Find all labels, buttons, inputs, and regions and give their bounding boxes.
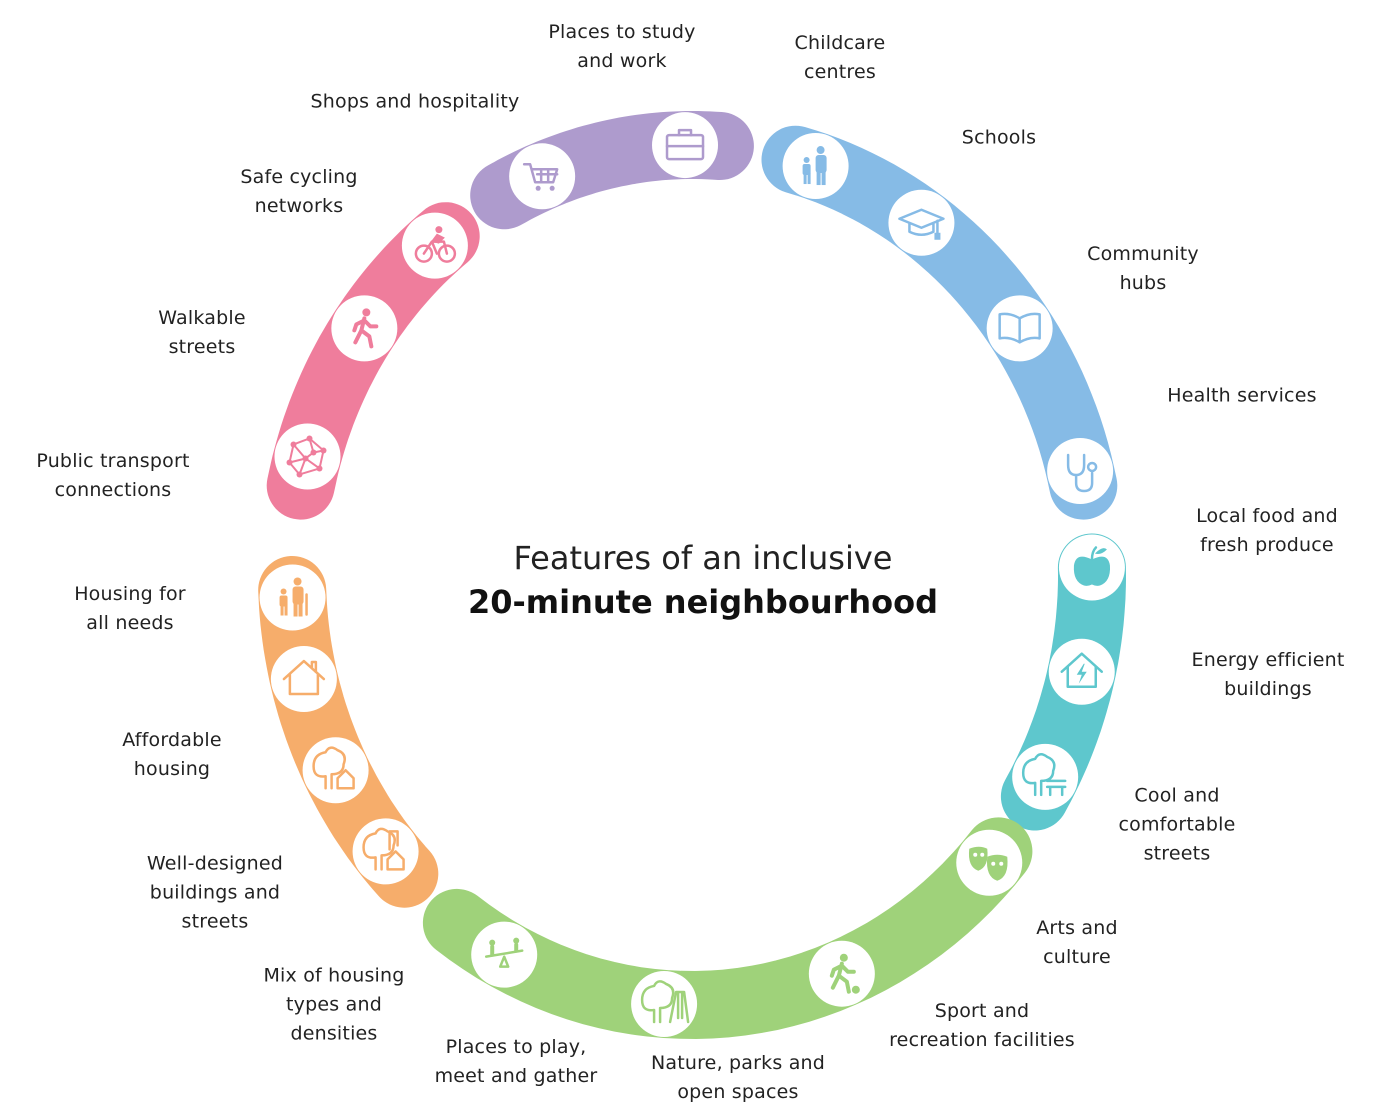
open-book-icon (986, 295, 1053, 362)
theatre-masks-icon (956, 829, 1023, 896)
tree-bench-icon (1012, 743, 1079, 810)
icon-badge (1047, 437, 1114, 504)
group-housing (258, 556, 439, 908)
label-shops-and-hospitality: Shops and hospitality (310, 90, 520, 113)
network-icon (274, 423, 341, 490)
soccer-player-icon (808, 940, 875, 1007)
stethoscope-icon (1047, 437, 1114, 504)
label-schools: Schools (961, 126, 1037, 149)
house-icon (270, 646, 337, 713)
shopping-cart-icon (509, 143, 576, 210)
group-community-services (761, 125, 1118, 520)
energy-house-icon (1048, 638, 1115, 705)
group-work-and-shops (470, 111, 754, 230)
group-open-space (422, 817, 1033, 1040)
band-community-services (761, 125, 1118, 520)
diagram-title: Features of an inclusive 20-minute neigh… (468, 536, 938, 624)
apple-icon (1058, 534, 1125, 601)
icon-badge (1012, 743, 1079, 810)
title-line-2: 20-minute neighbourhood (467, 583, 939, 621)
icon-badge (808, 940, 875, 1007)
icon-badge (888, 189, 955, 256)
family-with-cane-icon (259, 564, 326, 631)
label-health-services: Health services (1167, 384, 1317, 407)
tree-swing-icon (631, 970, 698, 1037)
cyclist-icon (401, 212, 468, 279)
graduation-cap-icon (888, 189, 955, 256)
parent-child-icon (782, 133, 849, 200)
icon-badge (331, 295, 398, 362)
title-line-1: Features of an inclusive (513, 539, 893, 577)
group-movement (266, 202, 480, 520)
icon-badge (352, 818, 419, 885)
icon-badge (631, 970, 698, 1037)
walking-person-icon (331, 295, 398, 362)
mixed-buildings-icon (352, 818, 419, 885)
label-places-to-play: Places to play,meet and gather (434, 1036, 598, 1087)
seesaw-icon (471, 921, 538, 988)
group-sustainability (1000, 533, 1126, 831)
band-open-space (422, 817, 1033, 1040)
trees-house-icon (302, 737, 369, 804)
icon-badge (270, 646, 337, 713)
briefcase-icon (652, 112, 719, 179)
icon-badge (302, 737, 369, 804)
